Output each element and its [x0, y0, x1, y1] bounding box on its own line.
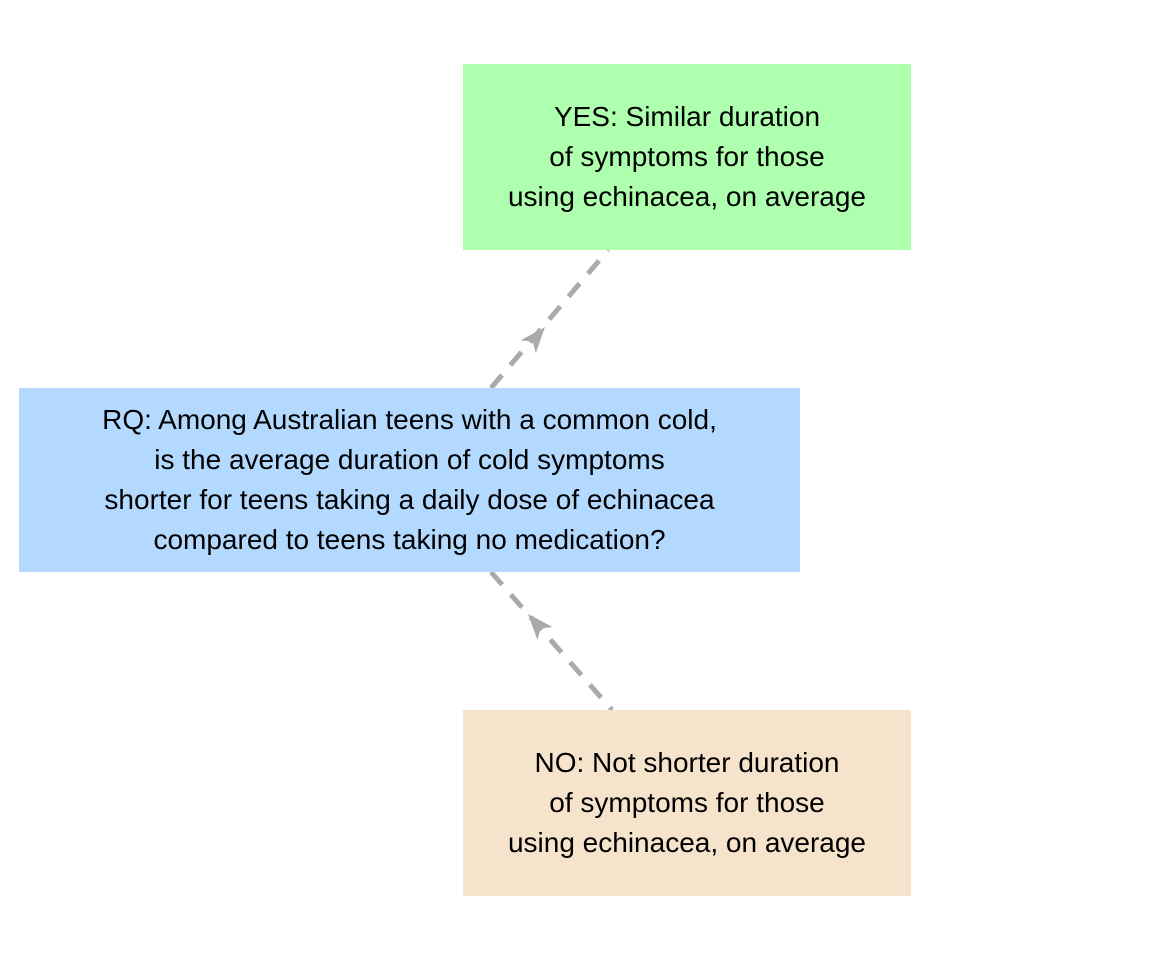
node-no-line-1: NO: Not shorter duration — [534, 747, 840, 778]
node-rq-line-1: RQ: Among Australian teens with a common… — [102, 404, 717, 435]
node-no-outcome: NO: Not shorter duration of symptoms for… — [463, 710, 911, 896]
edge-rq-to-no-line — [489, 570, 614, 712]
node-rq-line-4: compared to teens taking no medication? — [153, 524, 666, 555]
edge-rq-to-no — [489, 570, 614, 712]
node-yes-line-3: using echinacea, on average — [507, 181, 867, 212]
node-rq-line-2: is the average duration of cold symptoms — [154, 444, 665, 475]
node-rq-line-3: shorter for teens taking a daily dose of… — [104, 484, 715, 515]
edge-rq-to-yes — [489, 248, 610, 390]
node-no-line-3: using echinacea, on average — [507, 827, 867, 858]
node-yes-outcome: YES: Similar duration of symptoms for th… — [463, 64, 911, 250]
edge-rq-to-yes-arrowhead — [520, 327, 545, 354]
node-research-question: RQ: Among Australian teens with a common… — [19, 388, 800, 572]
node-no-line-2: of symptoms for those — [549, 787, 825, 818]
edge-rq-to-yes-line — [489, 248, 610, 390]
node-yes-line-2: of symptoms for those — [549, 141, 825, 172]
node-yes-line-1: YES: Similar duration — [553, 101, 821, 132]
edge-rq-to-no-arrowhead — [528, 614, 553, 641]
